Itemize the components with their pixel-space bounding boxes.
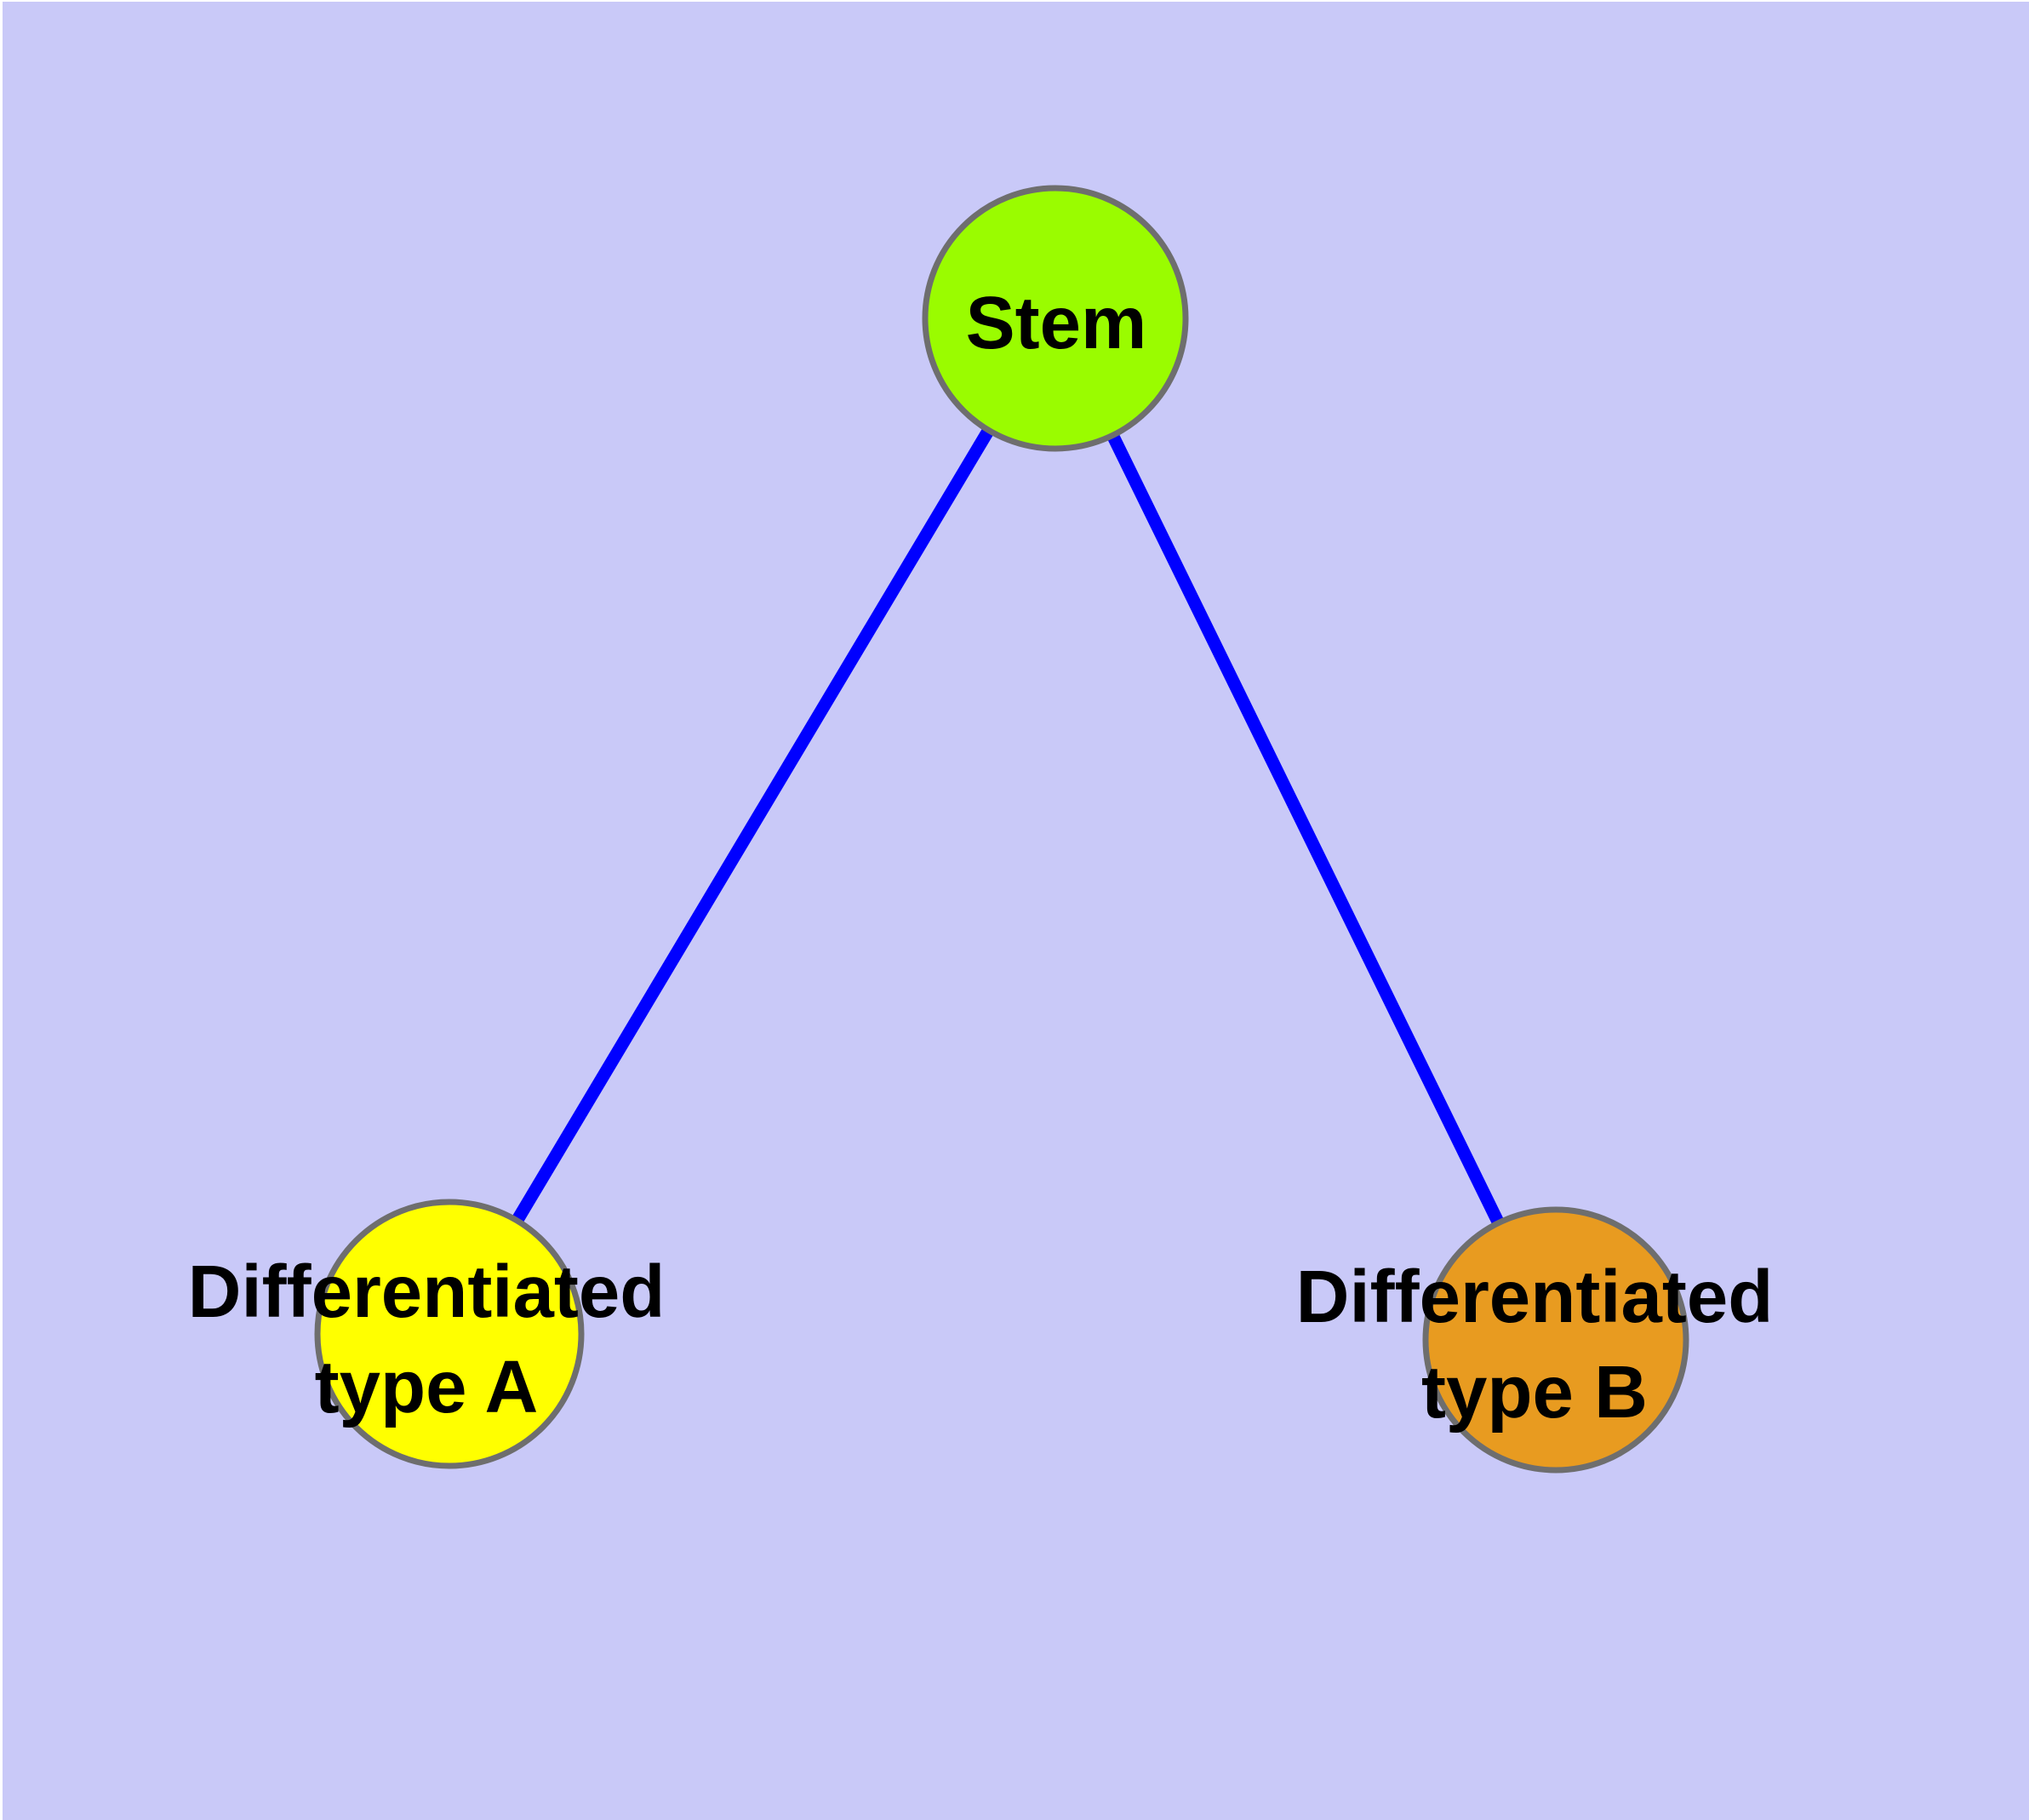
graph-canvas: Stem Differentiated type A Differentiate…	[3, 2, 2029, 1820]
node-label-type-a-line1: Differentiated	[188, 1251, 666, 1333]
node-circle-stem	[922, 185, 1189, 452]
node-label-type-b-line2: type B	[1421, 1351, 1648, 1434]
edge-stem-to-type-b	[1049, 315, 1562, 1343]
node-differentiated-type-a: Differentiated type A	[188, 1199, 666, 1469]
node-circle-type-a	[314, 1199, 585, 1469]
node-circle-type-b	[1422, 1206, 1689, 1474]
node-differentiated-type-b: Differentiated type B	[1296, 1206, 1774, 1474]
edge-stem-to-type-a	[443, 315, 1061, 1337]
node-label-type-a-line2: type A	[315, 1346, 539, 1428]
node-stem: Stem	[922, 185, 1189, 452]
node-label-type-b-line1: Differentiated	[1296, 1256, 1774, 1338]
node-label-stem: Stem	[966, 282, 1147, 364]
